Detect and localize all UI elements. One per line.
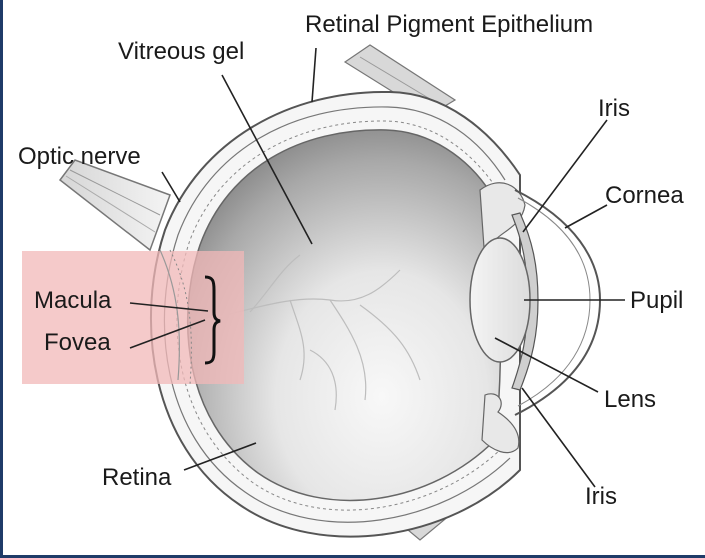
label-pupil: Pupil	[630, 289, 683, 313]
label-retina: Retina	[102, 466, 171, 490]
label-lens: Lens	[604, 388, 656, 412]
label-macula: Macula	[34, 289, 111, 313]
label-retinal-pigment-epithelium: Retinal Pigment Epithelium	[305, 13, 593, 37]
frame-edge-left	[0, 0, 3, 558]
label-iris-top: Iris	[598, 97, 630, 121]
label-fovea: Fovea	[44, 331, 111, 355]
label-cornea: Cornea	[605, 184, 684, 208]
macula-highlight	[22, 251, 244, 384]
label-vitreous-gel: Vitreous gel	[118, 40, 244, 64]
lens-shape	[470, 238, 530, 362]
label-iris-bottom: Iris	[585, 485, 617, 509]
label-optic-nerve: Optic nerve	[18, 145, 141, 169]
